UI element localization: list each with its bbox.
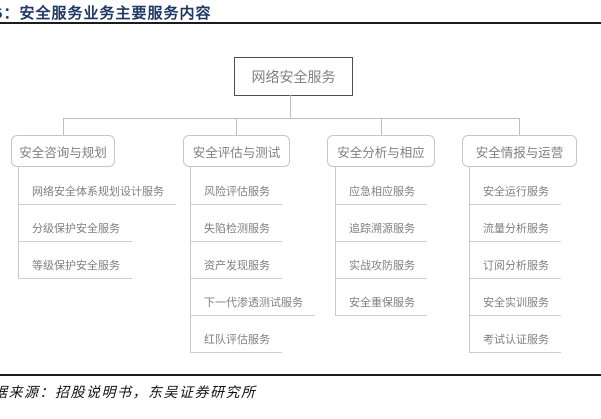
branch-node-consulting: 安全咨询与规划 [11,135,115,167]
branch-2-items: 风险评估服务 失陷检测服务 资产发现服务 下一代渗透测试服务 红队评估服务 [190,166,315,353]
root-connector-line [290,95,291,118]
service-item: 分级保护安全服务 [19,205,132,242]
service-item: 下一代渗透测试服务 [191,279,315,316]
data-source: 据来源：招股说明书，东吴证券研究所 [0,386,257,401]
figure-title: 5：安全服务业务主要服务内容 [0,6,212,22]
service-item: 红队评估服务 [191,316,282,353]
branch-node-assessment: 安全评估与测试 [183,135,290,167]
branch-4-connector-line [519,118,520,135]
branch-node-intelligence: 安全情报与运营 [462,135,577,167]
branch-2-connector-line [236,118,237,135]
service-item: 等级保护安全服务 [19,242,132,279]
branch-3-items: 应急相应服务 追踪溯源服务 实战攻防服务 安全重保服务 [335,166,427,316]
bus-connector-line [63,118,519,119]
service-item: 考试认证服务 [470,316,561,353]
service-item: 安全运行服务 [470,166,561,205]
service-item: 流量分析服务 [470,205,561,242]
service-item: 风险评估服务 [191,166,282,205]
service-item: 失陷检测服务 [191,205,282,242]
footer-divider [0,374,601,376]
branch-3-connector-line [381,118,382,135]
branch-4-items: 安全运行服务 流量分析服务 订阅分析服务 安全实训服务 考试认证服务 [469,166,561,353]
title-divider [0,22,601,24]
service-item: 应急相应服务 [336,166,427,205]
service-item: 资产发现服务 [191,242,282,279]
service-item: 订阅分析服务 [470,242,561,279]
branch-1-connector-line [63,118,64,135]
root-node: 网络安全服务 [234,57,353,96]
branch-node-analysis: 安全分析与相应 [327,135,435,167]
branch-1-items: 网络安全体系规划设计服务 分级保护安全服务 等级保护安全服务 [18,166,176,279]
service-item: 安全实训服务 [470,279,561,316]
service-item: 网络安全体系规划设计服务 [19,166,176,205]
service-item: 安全重保服务 [336,279,427,316]
service-item: 追踪溯源服务 [336,205,427,242]
service-item: 实战攻防服务 [336,242,427,279]
